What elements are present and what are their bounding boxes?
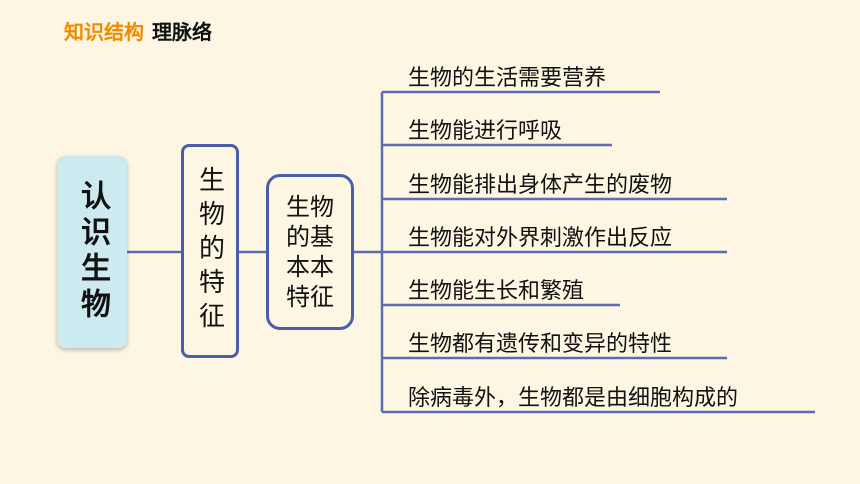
root-label: 认识生物 — [75, 180, 110, 324]
feature-item-2: 生物能进行呼吸 — [408, 119, 563, 144]
feature-item-6: 生物都有遗传和变异的特性 — [408, 332, 673, 357]
feature-item-1: 生物的生活需要营养 — [408, 66, 607, 91]
header-title: 理脉络 — [152, 20, 212, 44]
feature-item-4: 生物能对外界刺激作出反应 — [408, 226, 673, 251]
section-header: 知识结构理脉络 — [64, 16, 212, 45]
features-node: 生物的基本本特征 — [266, 174, 354, 330]
middle-label: 生物的特征 — [194, 166, 225, 336]
root-node: 认识生物 — [57, 156, 127, 348]
feature-item-7: 除病毒外，生物都是由细胞构成的 — [408, 386, 739, 411]
middle-node: 生物的特征 — [181, 144, 239, 358]
feature-item-3: 生物能排出身体产生的废物 — [408, 173, 673, 198]
header-highlight: 知识结构 — [64, 20, 144, 44]
feature-item-5: 生物能生长和繁殖 — [408, 279, 585, 304]
features-label: 生物的基本本特征 — [286, 193, 334, 311]
